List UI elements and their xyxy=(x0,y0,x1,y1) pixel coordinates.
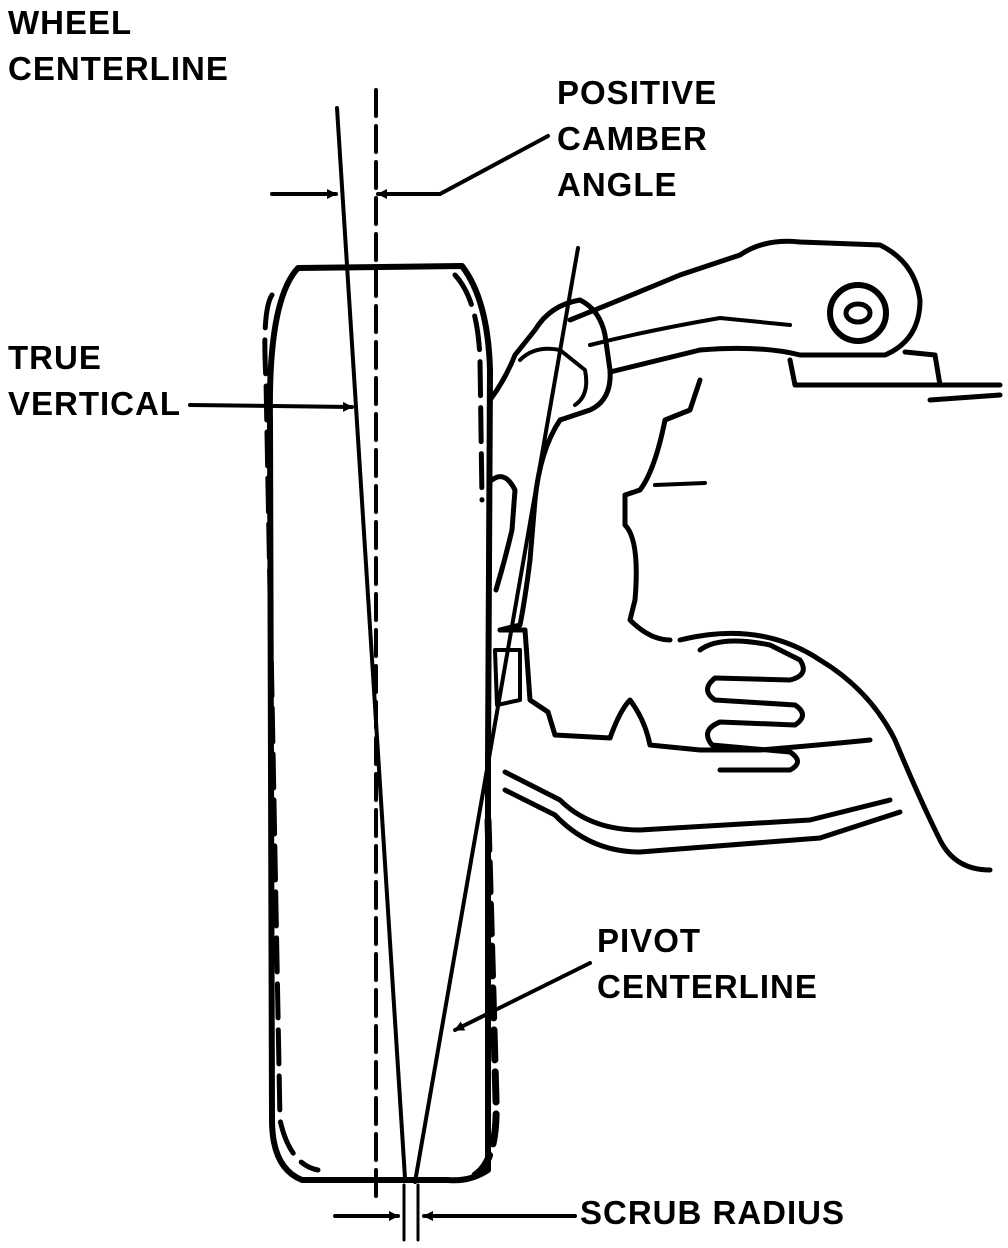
positive-camber-angle-label: POSITIVE CAMBER ANGLE xyxy=(557,70,717,208)
true-vertical-label-line-2: VERTICAL xyxy=(8,385,181,422)
frame-detail xyxy=(653,481,707,487)
steering-knuckle xyxy=(487,297,613,633)
pivot-centerline-leader xyxy=(453,961,592,1032)
tire-dashed-outline-lower-right xyxy=(471,816,500,1179)
lower-arm-link-2 xyxy=(502,787,903,855)
pivot-centerline-label-line-1: PIVOT xyxy=(597,922,702,959)
lower-ball-joint xyxy=(493,648,522,707)
upper-control-arm xyxy=(567,238,923,375)
wheel-centerline-label-line-1: WHEEL xyxy=(8,4,133,41)
frame-bracket xyxy=(787,349,1003,403)
pivot-centerline-label: PIVOT CENTERLINE xyxy=(597,918,818,1010)
wheel-centerline-label-line-2: CENTERLINE xyxy=(8,50,229,87)
lower-arm-link xyxy=(502,769,893,833)
pivot-centerline-label-line-2: CENTERLINE xyxy=(597,968,818,1005)
upper-arm-inner xyxy=(588,316,792,347)
lower-control-arm xyxy=(497,627,873,753)
wheel-centerline-line xyxy=(335,106,407,1180)
knuckle-lower xyxy=(489,474,518,593)
bushing-center xyxy=(843,301,873,325)
positive-camber-label-line-1: POSITIVE xyxy=(557,74,718,111)
pivot-centerline-line xyxy=(413,246,580,1184)
true-vertical-leader xyxy=(188,401,354,412)
true-vertical-label: TRUE VERTICAL xyxy=(8,335,181,427)
tire-dashed-outline xyxy=(262,292,321,1173)
frame-body xyxy=(622,377,703,643)
camber-leader xyxy=(438,134,550,196)
scrub-radius-label: SCRUB RADIUS xyxy=(580,1190,845,1236)
wheel-centerline-label: WHEEL CENTERLINE xyxy=(8,0,229,92)
upper-pivot-bushing xyxy=(827,282,889,344)
scrub-radius-label-text: SCRUB RADIUS xyxy=(580,1194,846,1231)
tire-dashed-outline-right xyxy=(452,272,485,503)
tire-outline xyxy=(266,263,493,1184)
spring-housing xyxy=(677,630,993,873)
knuckle-detail xyxy=(518,346,589,407)
true-vertical-label-line-1: TRUE xyxy=(8,339,102,376)
positive-camber-label-line-3: ANGLE xyxy=(557,166,678,203)
positive-camber-label-line-2: CAMBER xyxy=(557,120,708,157)
